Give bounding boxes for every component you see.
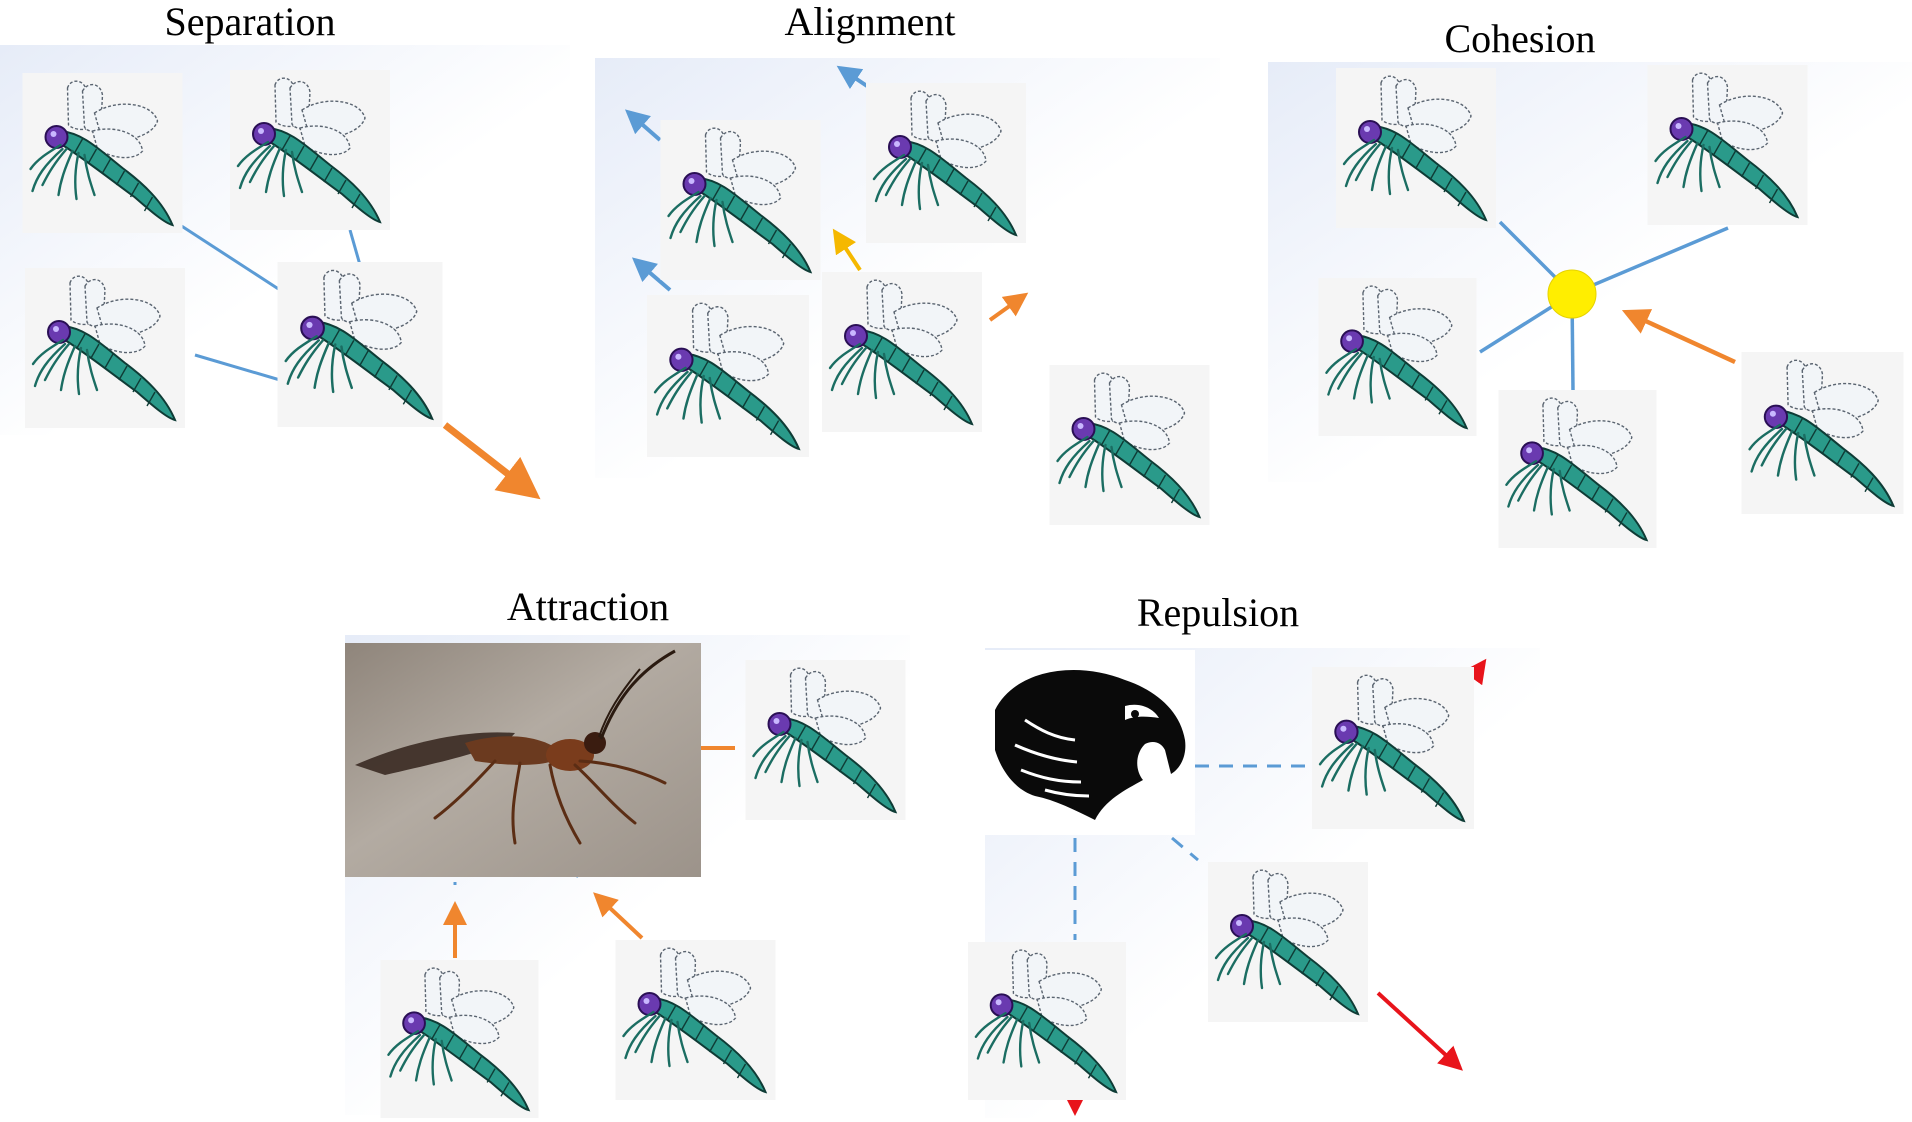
panel-title-alignment: Alignment: [784, 0, 955, 44]
dragonfly-icon: [1208, 862, 1368, 1022]
prey-insect-icon: [345, 643, 701, 877]
panel-attraction: Attraction: [345, 584, 910, 1118]
separation-arrow: [445, 425, 535, 495]
dragonfly-icon: [822, 272, 982, 432]
panel-alignment: Alignment: [595, 0, 1220, 525]
dragonfly-icon: [866, 83, 1026, 243]
dragonfly-icon: [1648, 65, 1808, 225]
panel-repulsion: Repulsion: [968, 590, 1540, 1118]
dragonfly-icon: [968, 942, 1126, 1100]
panel-separation: Separation: [0, 0, 570, 495]
dragonfly-icon: [1336, 68, 1496, 228]
dragonfly-icon: [278, 262, 443, 427]
dragonfly-icon: [25, 268, 185, 428]
panel-title-separation: Separation: [164, 0, 335, 44]
center-of-mass-point: [1548, 270, 1596, 318]
dragonfly-icon: [746, 660, 906, 820]
panel-cohesion: Cohesion: [1268, 16, 1912, 548]
panel-title-attraction: Attraction: [507, 584, 669, 629]
dragonfly-icon: [1499, 390, 1657, 548]
dragonfly-icon: [230, 70, 390, 230]
dragonfly-icon: [23, 73, 183, 233]
panel-title-cohesion: Cohesion: [1444, 16, 1595, 61]
dragonfly-icon: [1742, 352, 1904, 514]
panel-title-repulsion: Repulsion: [1137, 590, 1299, 635]
eagle-predator-icon: [985, 650, 1195, 835]
dragonfly-icon: [647, 295, 809, 457]
dragonfly-icon: [381, 960, 539, 1118]
dragonfly-icon: [661, 120, 821, 280]
dragonfly-icon: [1312, 667, 1474, 829]
dragonfly-icon: [1050, 365, 1210, 525]
dragonfly-icon: [616, 940, 776, 1100]
dragonfly-icon: [1319, 278, 1477, 436]
